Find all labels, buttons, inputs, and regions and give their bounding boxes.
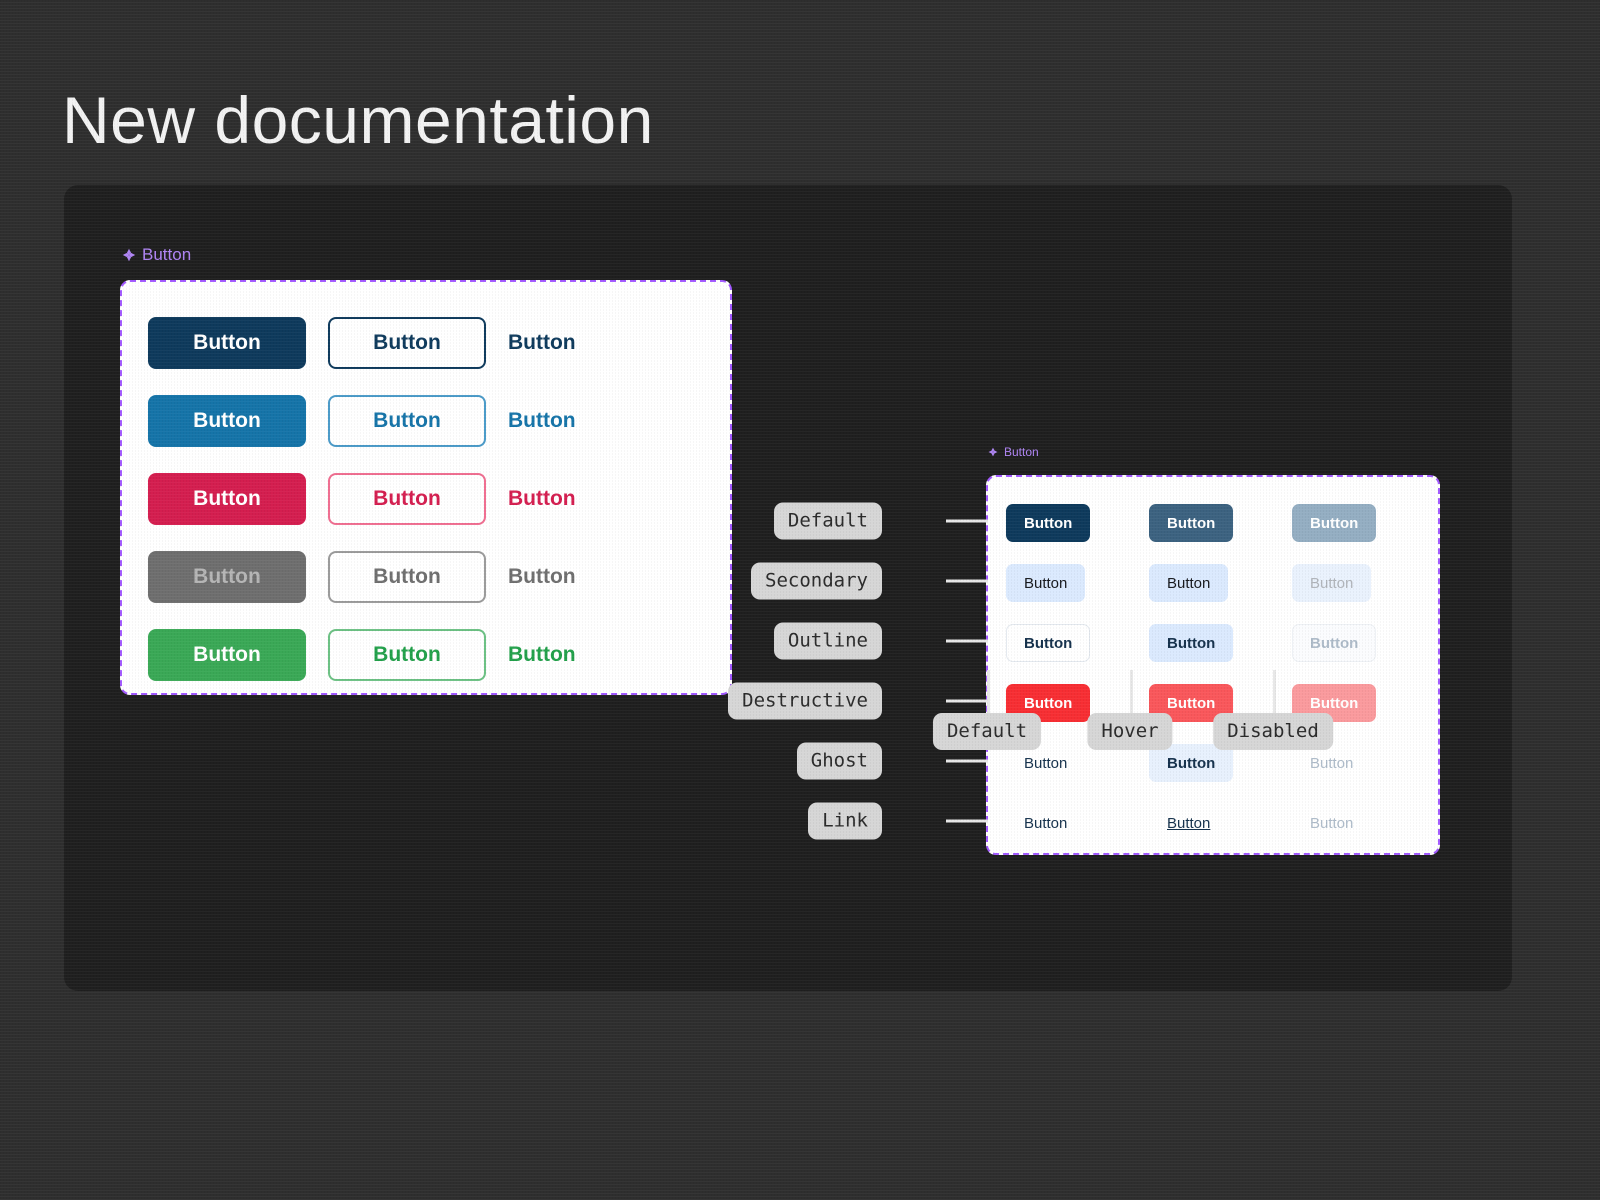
- button-secondary-default[interactable]: Button: [1006, 564, 1086, 602]
- button-outline-disabled[interactable]: Button: [1292, 624, 1377, 662]
- button-default-default[interactable]: Button: [1006, 504, 1091, 542]
- button-secondary-disabled[interactable]: Button: [1292, 564, 1372, 602]
- annotation-pill-default: Default: [773, 502, 882, 540]
- button-gray-text[interactable]: Button: [508, 551, 688, 603]
- button-ghost-disabled[interactable]: Button: [1292, 744, 1371, 782]
- annotation-leader-column: [987, 670, 990, 715]
- button-navy-outline[interactable]: Button: [328, 317, 486, 369]
- button-ghost-default[interactable]: Button: [1006, 744, 1085, 782]
- annotation-leader-row: [946, 579, 988, 583]
- annotation-leader-row: [946, 519, 988, 523]
- button-gray-outline[interactable]: Button: [328, 551, 486, 603]
- button-outline-hover[interactable]: Button: [1149, 624, 1234, 662]
- button-link-disabled[interactable]: Button: [1292, 804, 1371, 842]
- button-crimson-solid[interactable]: Button: [148, 473, 306, 525]
- button-green-text[interactable]: Button: [508, 629, 688, 681]
- annotation-pill-ghost: Ghost: [796, 742, 882, 780]
- page-title: New documentation: [62, 83, 654, 157]
- annotation-leader-row: [946, 759, 988, 763]
- button-ghost-hover[interactable]: Button: [1149, 744, 1234, 782]
- annotation-pill-default: Default: [932, 713, 1042, 750]
- button-crimson-outline[interactable]: Button: [328, 473, 486, 525]
- annotation-leader-column: [1273, 670, 1276, 715]
- button-secondary-hover[interactable]: Button: [1149, 564, 1229, 602]
- figma-component-icon: [122, 248, 136, 262]
- annotation-leader-row: [946, 639, 988, 643]
- figma-component-icon: [988, 447, 998, 457]
- figma-component-label-text-left: Button: [142, 245, 192, 264]
- annotation-pill-hover: Hover: [1087, 713, 1173, 750]
- figma-component-label-right: Button: [988, 445, 1039, 459]
- button-green-outline[interactable]: Button: [328, 629, 486, 681]
- annotation-pill-outline: Outline: [773, 622, 882, 660]
- annotation-leader-column: [1130, 670, 1133, 715]
- button-default-disabled[interactable]: Button: [1292, 504, 1377, 542]
- button-crimson-text[interactable]: Button: [508, 473, 688, 525]
- button-link-default[interactable]: Button: [1006, 804, 1085, 842]
- button-navy-text[interactable]: Button: [508, 317, 688, 369]
- annotation-leader-row: [946, 819, 988, 823]
- button-default-hover[interactable]: Button: [1149, 504, 1234, 542]
- annotation-pill-destructive: Destructive: [728, 682, 882, 720]
- annotation-pill-link: Link: [808, 802, 882, 840]
- annotation-leader-row: [946, 699, 988, 703]
- button-outline-default[interactable]: Button: [1006, 624, 1091, 662]
- figma-component-label-left: Button: [122, 245, 191, 265]
- button-blue-solid[interactable]: Button: [148, 395, 306, 447]
- annotation-pill-disabled: Disabled: [1213, 713, 1333, 750]
- button-navy-solid[interactable]: Button: [148, 317, 306, 369]
- button-green-solid[interactable]: Button: [148, 629, 306, 681]
- button-gray-solid[interactable]: Button: [148, 551, 306, 603]
- button-link-hover[interactable]: Button: [1149, 804, 1228, 842]
- annotation-pill-secondary: Secondary: [751, 562, 882, 600]
- button-blue-outline[interactable]: Button: [328, 395, 486, 447]
- button-blue-text[interactable]: Button: [508, 395, 688, 447]
- figma-component-label-text-right: Button: [1004, 445, 1039, 459]
